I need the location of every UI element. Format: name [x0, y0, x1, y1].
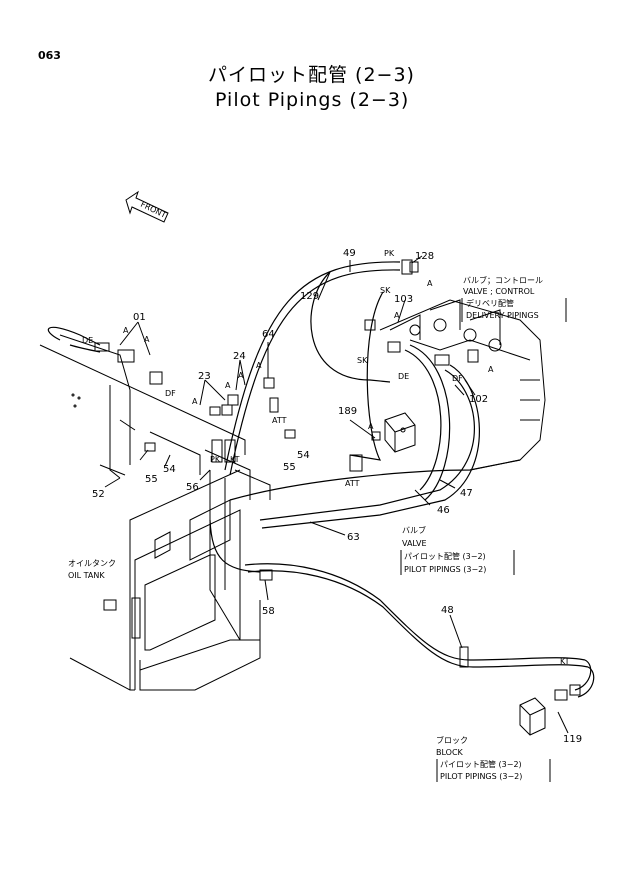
part-number-63: 63 — [347, 532, 360, 543]
part-number-labels: 01 23 24 64 49 128 129 103 102 189 47 46… — [92, 248, 582, 745]
page-title: Pilot Pipings (2−3) — [215, 89, 410, 111]
port-label-sk: SK — [357, 356, 368, 365]
part-number-103: 103 — [394, 294, 413, 305]
part-number-189: 189 — [338, 406, 357, 417]
port-label-att: ATT — [345, 479, 360, 488]
valve-label: VALVE — [402, 539, 427, 548]
hoses — [47, 261, 595, 698]
port-label-a: A — [192, 397, 198, 406]
left-bracket — [39, 334, 271, 641]
port-label-a: A — [238, 371, 244, 380]
fittings — [94, 259, 581, 701]
port-label-a: A — [394, 311, 400, 320]
part-number-49: 49 — [343, 248, 356, 259]
part-number-54: 54 — [163, 464, 176, 475]
part-number-55: 55 — [145, 474, 158, 485]
part-number-47: 47 — [460, 488, 473, 499]
callouts: バルブ；コントロール VALVE ; CONTROL デリベリ配管 DELIVE… — [68, 275, 567, 782]
valve-label-jp: バルブ — [402, 525, 426, 535]
port-label-pk: PK — [210, 455, 221, 464]
delivery-pipings-label: DELIVERY PIPINGS — [466, 311, 539, 320]
port-label-a: A — [488, 365, 494, 374]
part-number-129: 129 — [300, 291, 319, 302]
port-labels: DE DF A A A A A A A A A A ATT ATT PK PK … — [82, 249, 570, 666]
pilot-pipings-label-jp: パイロット配管 (3−2) — [440, 759, 522, 769]
part-number-54: 54 — [297, 450, 310, 461]
part-number-58: 58 — [262, 606, 275, 617]
oil-tank-label-jp: オイルタンク — [68, 559, 116, 568]
pilot-pipings-label-jp: パイロット配管 (3−2) — [404, 551, 486, 561]
part-number-01: 01 — [133, 312, 146, 323]
port-label-a: A — [427, 279, 433, 288]
port-label-df: DF — [165, 389, 176, 398]
oil-tank-outline — [69, 469, 261, 691]
part-number-48: 48 — [441, 605, 454, 616]
pilot-valve-block — [384, 412, 416, 453]
front-arrow-icon: FRONT — [125, 190, 169, 223]
delivery-pipings-label-jp: デリベリ配管 — [466, 298, 514, 308]
port-label-kt: KT — [560, 657, 570, 666]
pilot-bracket-2 — [436, 759, 551, 782]
port-label-a: A — [123, 326, 129, 335]
part-number-64: 64 — [262, 329, 275, 340]
part-number-23: 23 — [198, 371, 211, 382]
leader-lines — [104, 255, 569, 734]
pilot-pipings-label: PILOT PIPINGS (3−2) — [404, 565, 486, 574]
control-valve-body — [379, 299, 546, 471]
port-label-pk: PK — [384, 249, 395, 258]
oil-tank-label: OIL TANK — [68, 571, 105, 580]
port-label-a: A — [144, 335, 150, 344]
pilot-pipings-label: PILOT PIPINGS (3−2) — [440, 772, 522, 781]
block-label: BLOCK — [436, 748, 464, 757]
delivery-bracket — [461, 298, 567, 322]
page-number: 063 — [38, 49, 61, 62]
port-label-a: A — [256, 361, 262, 370]
part-number-46: 46 — [437, 505, 450, 516]
part-number-56: 56 — [186, 482, 199, 493]
part-number-55: 55 — [283, 462, 296, 473]
part-number-24: 24 — [233, 351, 246, 362]
port-label-sk: SK — [380, 286, 391, 295]
part-number-102: 102 — [469, 394, 488, 405]
port-label-de: DE — [398, 372, 409, 381]
bottom-block — [519, 697, 546, 736]
port-label-df: DF — [452, 374, 463, 383]
port-label-a: A — [225, 381, 231, 390]
part-number-119: 119 — [563, 734, 582, 745]
part-number-52: 52 — [92, 489, 105, 500]
valve-control-label: VALVE ; CONTROL — [463, 287, 535, 296]
valve-control-label-jp: バルブ；コントロール — [463, 275, 543, 285]
port-label-att: ATT — [272, 416, 287, 425]
port-label-a: A — [368, 422, 374, 431]
pilot-bracket-1 — [400, 550, 515, 575]
part-number-128: 128 — [415, 251, 434, 262]
page-title-japanese: パイロット配管 (2−3) — [208, 64, 415, 86]
port-label-de: DE — [82, 336, 93, 345]
block-label-jp: ブロック — [436, 735, 468, 745]
port-label-kt: KT — [230, 455, 240, 464]
